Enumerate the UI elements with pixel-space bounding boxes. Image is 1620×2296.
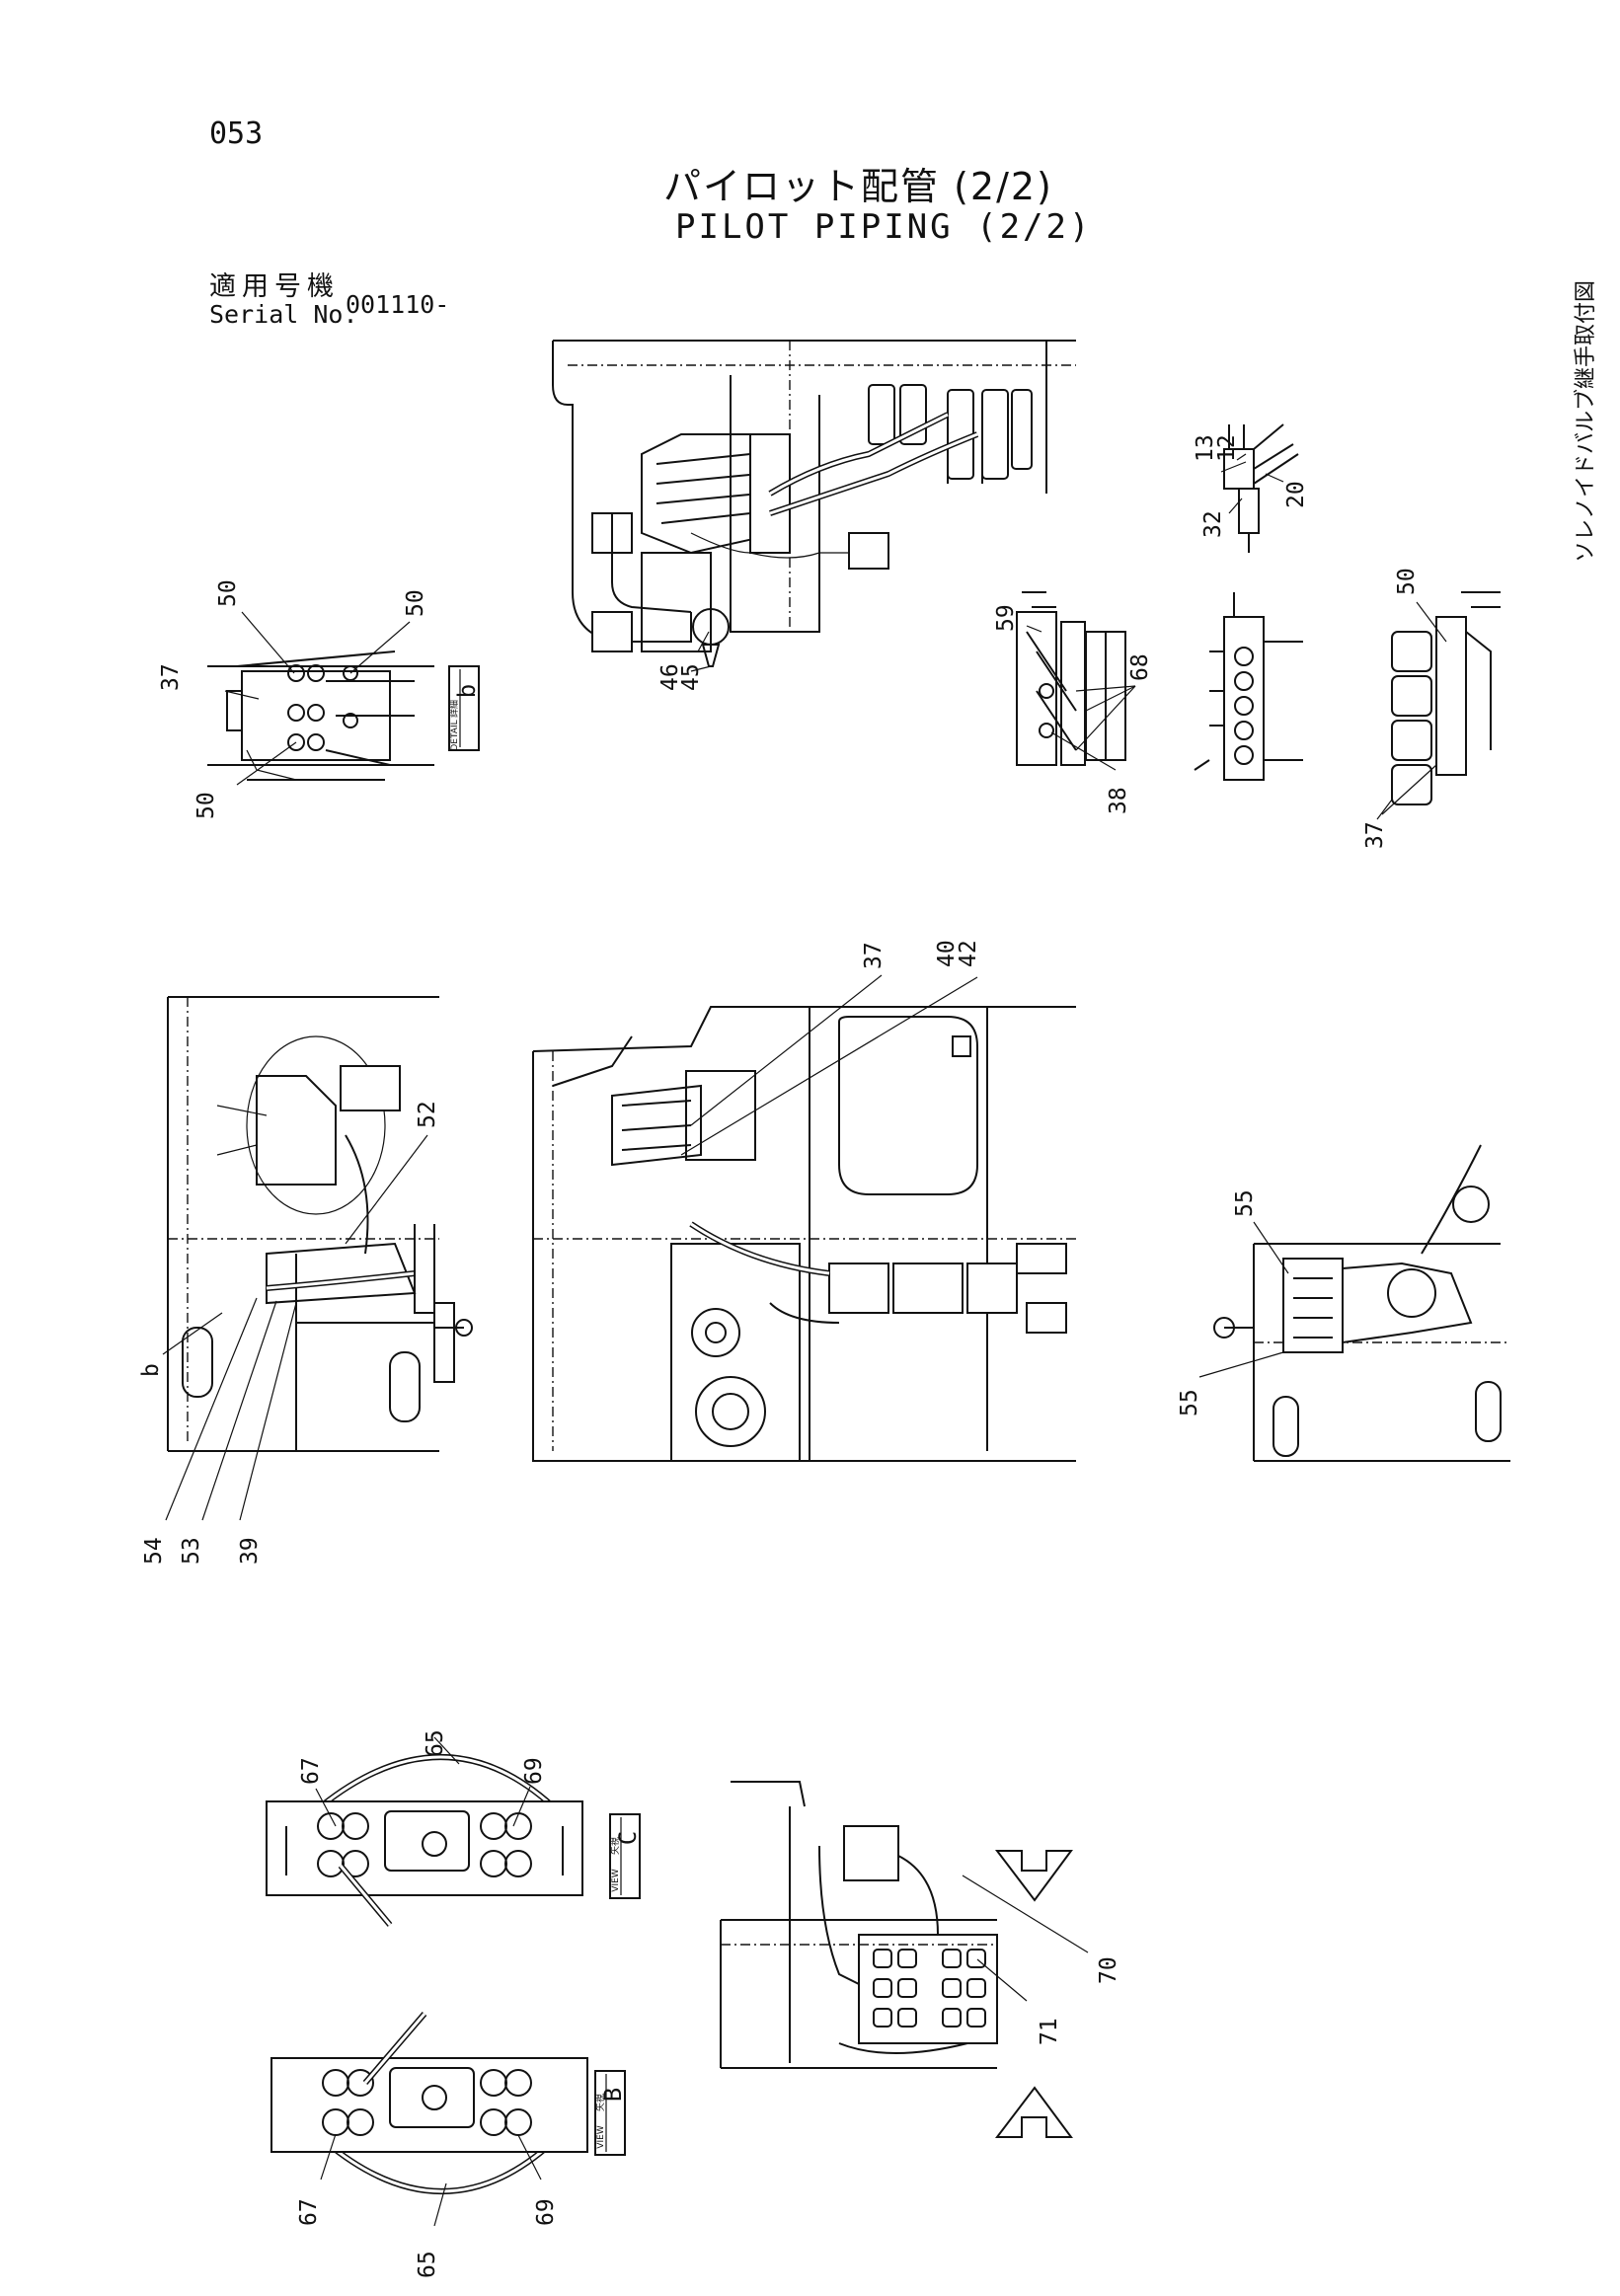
serial-value: 001110- xyxy=(346,290,450,319)
callout-46: 46 xyxy=(657,663,683,691)
callout-50-a: 50 xyxy=(215,579,241,607)
callout-59: 59 xyxy=(993,604,1019,632)
page-title-en: PILOT PIPING (2/2) xyxy=(675,207,1093,247)
view-c-drawing: 矢視 VIEW C xyxy=(266,1754,642,1927)
callout-69-a: 69 xyxy=(521,1757,547,1785)
view-c-label-en: VIEW xyxy=(611,1869,621,1891)
callout-55-a: 55 xyxy=(1232,1189,1258,1217)
main-frame-view xyxy=(532,1006,1076,1462)
fitting-detail-top xyxy=(1223,423,1299,553)
view-b-label-jp: 矢視 xyxy=(594,2094,606,2111)
callout-45: 45 xyxy=(678,663,704,691)
callout-13: 13 xyxy=(1193,434,1218,462)
leader-lines xyxy=(162,453,1447,2227)
serial-label-jp: 適用号機 xyxy=(209,271,340,302)
upper-frame-view xyxy=(552,339,1076,672)
view-b-drawing: 矢視 VIEW B xyxy=(270,2012,627,2194)
callout-65-b: 65 xyxy=(415,2251,440,2278)
solenoid-valve-blocks xyxy=(1016,591,1501,805)
view-b-label-en: VIEW xyxy=(596,2125,606,2148)
callout-71: 71 xyxy=(1037,2018,1062,2045)
detail-b-label-jp: 詳細 xyxy=(448,700,460,718)
view-b-letter: B xyxy=(599,2088,627,2102)
callout-68: 68 xyxy=(1127,653,1153,681)
callout-labels: 13 12 32 20 50 50 50 50 37 37 37 46 45 5… xyxy=(138,434,1420,2278)
arrow-view-c xyxy=(994,1850,1073,1902)
view-c-letter: C xyxy=(614,1831,642,1845)
callout-52: 52 xyxy=(415,1101,440,1128)
page-title-jp: パイロット配管 (2/2) xyxy=(663,165,1053,208)
detail-b-box xyxy=(448,665,480,751)
page-number: 053 xyxy=(209,116,264,151)
detail-b-label-en: DETAIL xyxy=(450,720,460,750)
callout-20: 20 xyxy=(1283,481,1309,508)
callout-42: 42 xyxy=(956,940,981,967)
callout-32: 32 xyxy=(1200,510,1226,538)
view-c-box xyxy=(609,1813,641,1899)
callout-55-b: 55 xyxy=(1177,1389,1202,1416)
callout-38: 38 xyxy=(1106,787,1131,814)
callout-12: 12 xyxy=(1214,434,1240,462)
arrow-view-b xyxy=(994,2086,1073,2138)
callout-40: 40 xyxy=(934,940,960,967)
callout-b: b xyxy=(138,1363,164,1377)
callout-69-b: 69 xyxy=(533,2198,559,2226)
view-c-label-jp: 矢視 xyxy=(609,1837,621,1855)
callout-39: 39 xyxy=(237,1537,263,1565)
valve-assembly-bottom xyxy=(720,1781,1073,2138)
callout-50-c: 50 xyxy=(193,792,219,819)
side-view-left xyxy=(167,996,473,1452)
serial-label-en: Serial No. xyxy=(209,300,358,329)
callout-67-b: 67 xyxy=(296,2198,322,2226)
callout-37-a: 37 xyxy=(158,663,184,691)
callout-37-c: 37 xyxy=(1362,821,1388,849)
callout-70: 70 xyxy=(1096,1956,1121,1984)
callout-67-a: 67 xyxy=(298,1757,324,1785)
view-b-box xyxy=(594,2070,626,2156)
detail-b-drawing: 詳細 DETAIL b xyxy=(207,651,481,781)
callout-53: 53 xyxy=(179,1537,204,1565)
callout-65-a: 65 xyxy=(423,1729,448,1757)
callout-37-b: 37 xyxy=(861,942,887,969)
callout-50-d: 50 xyxy=(1394,568,1420,595)
callout-50-b: 50 xyxy=(403,589,428,617)
callout-54: 54 xyxy=(141,1537,167,1565)
detail-b-letter: b xyxy=(453,684,481,698)
side-view-right xyxy=(1213,1144,1510,1462)
